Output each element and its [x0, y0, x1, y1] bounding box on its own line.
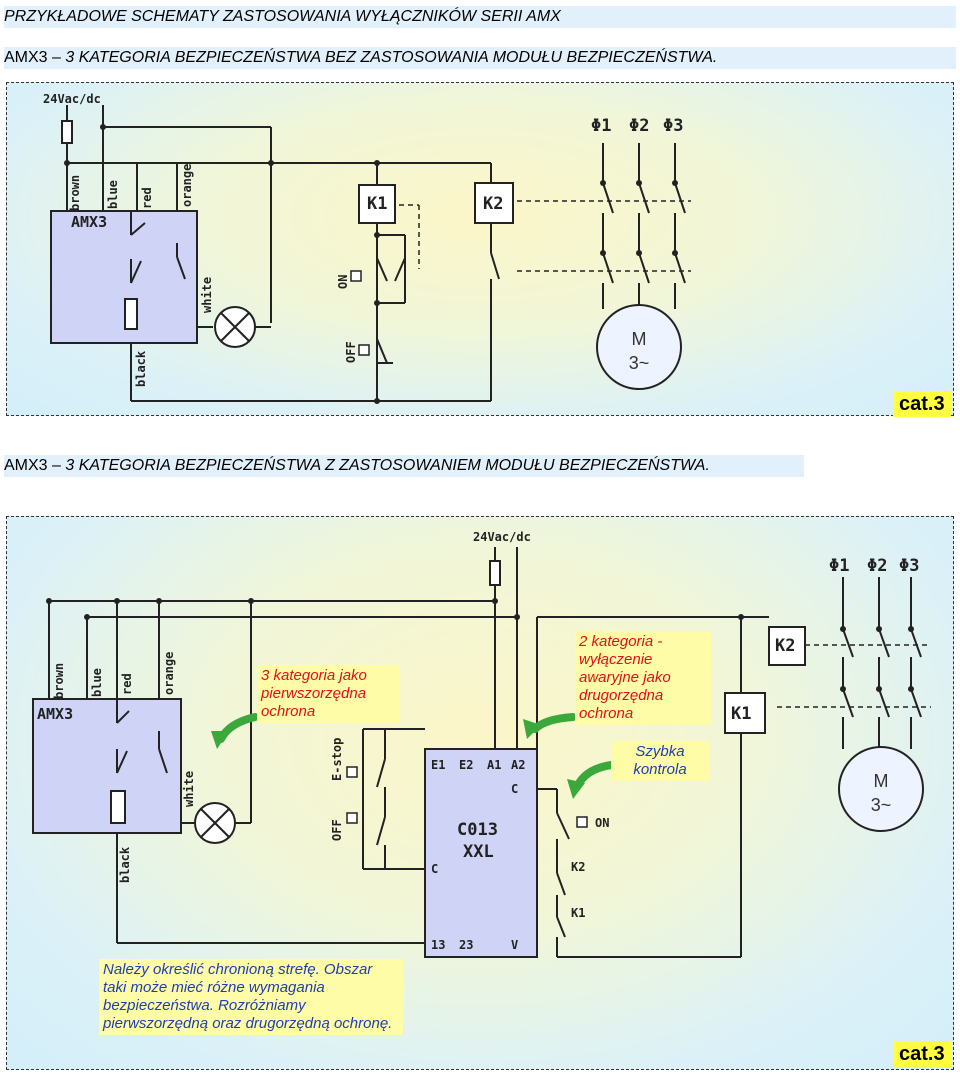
diagram-panel-2: 24Vac/dc AMX3 K2 K1 E1 E2 A1 A2 C C 13 2…: [6, 516, 954, 1070]
estop-label: E-stop: [330, 738, 344, 781]
page-title: PRZYKŁADOWE SCHEMATY ZASTOSOWANIA WYŁĄCZ…: [4, 8, 561, 25]
wire-white-label-2: white: [182, 771, 196, 807]
motor-phase-label: 3~: [629, 353, 650, 373]
k1-label-2: K1: [731, 704, 751, 724]
phase-2-label: Φ2: [629, 116, 649, 136]
wire-red-label: red: [140, 187, 154, 209]
supply-label: 24Vac/dc: [43, 92, 101, 106]
section1-lead: AMX3 –: [4, 49, 66, 66]
amx3-label-2: AMX3: [37, 705, 73, 723]
pin-e2: E2: [459, 758, 473, 772]
pin-c-left: C: [431, 862, 438, 876]
pin-a2: A2: [511, 758, 525, 772]
cat3-badge-2: cat.3: [893, 1041, 951, 1067]
pin-e1: E1: [431, 758, 445, 772]
motor-m-label: M: [632, 329, 647, 349]
cat3-badge-1: cat.3: [893, 391, 951, 417]
wiring-diagram-1: 24Vac/dc AMX3 K1 K2 brown blue red orang…: [43, 92, 691, 404]
module-variant: XXL: [463, 842, 494, 862]
wire-orange-label-2: orange: [162, 652, 176, 695]
section2-subtitle: 3 KATEGORIA BEZPIECZEŃSTWA Z ZASTOSOWANI…: [65, 457, 710, 474]
wire-orange-label: orange: [180, 164, 194, 207]
wiring-diagram-2: 24Vac/dc AMX3 K2 K1 E1 E2 A1 A2 C C 13 2…: [32, 530, 931, 958]
page-header: PRZYKŁADOWE SCHEMATY ZASTOSOWANIA WYŁĄCZ…: [4, 6, 956, 28]
wire-brown-label-2: brown: [52, 663, 66, 699]
phase-3-label-2: Φ3: [899, 556, 919, 576]
phase-2-label-2: Φ2: [867, 556, 887, 576]
wire-brown-label: brown: [68, 175, 82, 211]
k1-label: K1: [367, 194, 387, 214]
note-fast-check: Szybka kontrola: [611, 741, 709, 781]
c013-module: [424, 748, 538, 958]
pin-c-right: C: [511, 782, 518, 796]
on-label: ON: [336, 275, 350, 289]
contact-k1-label: K1: [571, 906, 585, 920]
note-secondary: 2 kategoria - wyłączenie awaryjne jako d…: [575, 631, 711, 725]
pin-v: V: [511, 938, 518, 952]
phase-3-label: Φ3: [663, 116, 683, 136]
amx3-label: AMX3: [71, 213, 107, 231]
phase-1-label-2: Φ1: [829, 556, 849, 576]
off-label-2: OFF: [330, 819, 344, 841]
pin-23: 23: [459, 938, 473, 952]
supply-label-2: 24Vac/dc: [473, 530, 531, 544]
section1-title: AMX3 – 3 KATEGORIA BEZPIECZEŃSTWA BEZ ZA…: [4, 47, 956, 69]
motor-m-label-2: M: [874, 771, 889, 791]
lamp-icon: [214, 306, 256, 348]
note-primary: 3 kategoria jako pierwszorzędna ochrona: [257, 665, 399, 723]
on-label-2: ON: [595, 816, 609, 830]
motor-phase-label-2: 3~: [871, 795, 892, 815]
section2-lead: AMX3 –: [4, 457, 66, 474]
diagram-panel-1: 24Vac/dc AMX3 K1 K2 brown blue red orang…: [6, 82, 954, 417]
wire-white-label: white: [200, 277, 214, 313]
off-label: OFF: [344, 341, 358, 363]
wire-black-label: black: [134, 350, 148, 387]
note-zone: Należy określić chronioną strefę. Obszar…: [99, 959, 403, 1035]
wire-black-label-2: black: [118, 846, 132, 883]
module-name: C013: [457, 820, 498, 840]
k2-label-2: K2: [775, 636, 795, 656]
pin-a1: A1: [487, 758, 501, 772]
pin-13: 13: [431, 938, 445, 952]
wire-red-label-2: red: [120, 673, 134, 695]
wire-blue-label: blue: [106, 180, 120, 209]
contact-k2-label: K2: [571, 860, 585, 874]
phase-1-label: Φ1: [591, 116, 611, 136]
k2-label: K2: [483, 194, 503, 214]
wire-blue-label-2: blue: [90, 668, 104, 697]
section1-subtitle: 3 KATEGORIA BEZPIECZEŃSTWA BEZ ZASTOSOWA…: [65, 49, 718, 66]
section2-title: AMX3 – 3 KATEGORIA BEZPIECZEŃSTWA Z ZAST…: [4, 455, 804, 477]
